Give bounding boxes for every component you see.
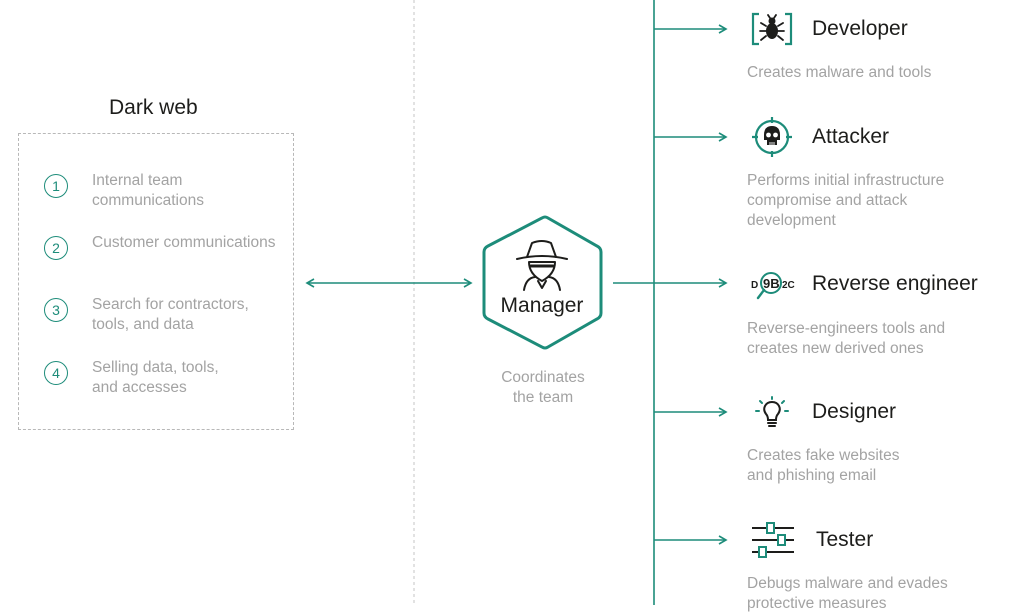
role-description-attacker: Performs initial infrastructure compromi… bbox=[747, 172, 945, 229]
list-item: 4 Selling data, tools, and accesses bbox=[44, 358, 284, 398]
manager-hexagon bbox=[482, 215, 603, 350]
manager-label: Manager bbox=[500, 294, 584, 317]
role-description-reverse-engineer: Reverse-engineers tools and creates new … bbox=[747, 320, 946, 357]
dark-web-title: Dark web bbox=[109, 96, 198, 119]
role-description-tester: Debugs malware and evades protective mea… bbox=[747, 575, 948, 612]
number-badge: 1 bbox=[44, 174, 68, 198]
role-title-attacker: Attacker bbox=[812, 125, 890, 148]
role-title-tester: Tester bbox=[816, 528, 874, 551]
dark-web-box bbox=[18, 133, 294, 430]
svg-text:9B: 9B bbox=[763, 276, 780, 291]
role-title-developer: Developer bbox=[812, 17, 908, 40]
role-description-designer: Creates fake websites and phishing email bbox=[747, 447, 900, 484]
svg-text:2C: 2C bbox=[782, 280, 795, 291]
manager-description: Coordinates the team bbox=[501, 369, 585, 406]
magnifier-code-icon: D 9B 2C bbox=[751, 272, 795, 300]
list-item-text: Search for contractors, tools, and data bbox=[92, 296, 249, 333]
role-description-developer: Creates malware and tools bbox=[747, 64, 932, 81]
lightbulb-icon bbox=[755, 396, 789, 427]
list-item: 3 Search for contractors, tools, and dat… bbox=[44, 295, 284, 335]
number-badge: 4 bbox=[44, 361, 68, 385]
hacker-icon bbox=[516, 240, 568, 291]
bug-icon bbox=[751, 12, 793, 46]
role-title-designer: Designer bbox=[812, 400, 897, 423]
role-title-reverse-engineer: Reverse engineer bbox=[812, 272, 978, 295]
list-item: 2 Customer communications bbox=[44, 233, 284, 260]
number-badge: 2 bbox=[44, 236, 68, 260]
list-item: 1 Internal team communications bbox=[44, 171, 284, 211]
skull-target-icon bbox=[752, 117, 792, 157]
svg-text:D: D bbox=[751, 280, 758, 291]
list-item-text: Internal team communications bbox=[92, 172, 204, 209]
sliders-icon bbox=[752, 522, 794, 558]
list-item-text: Selling data, tools, and accesses bbox=[92, 359, 219, 396]
list-item-text: Customer communications bbox=[92, 234, 276, 251]
number-badge: 3 bbox=[44, 298, 68, 322]
